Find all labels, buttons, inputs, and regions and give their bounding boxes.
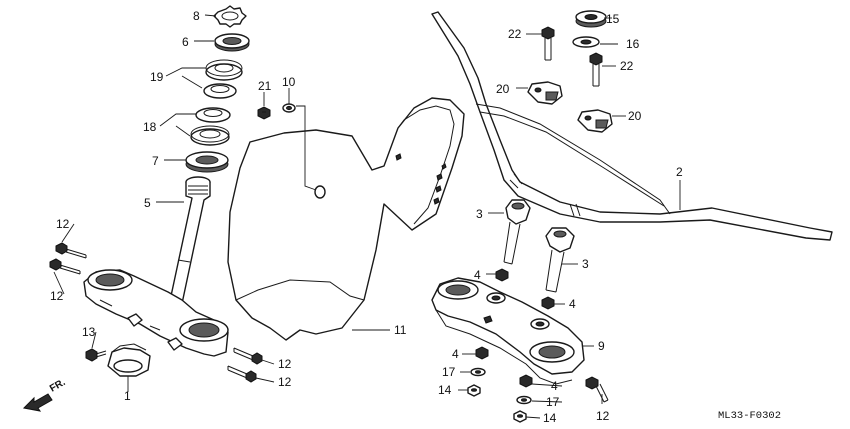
callout-21: 21 xyxy=(258,79,272,93)
callout-22-right: 22 xyxy=(620,59,634,73)
bolt-part-12d xyxy=(227,365,257,383)
top-bridge-part xyxy=(431,277,585,385)
clamp-bolt-part-a xyxy=(541,26,555,61)
callout-14-a: 14 xyxy=(438,383,452,397)
collar-part-10 xyxy=(282,103,296,113)
callout-11: 11 xyxy=(394,323,407,337)
callout-12-plate-b: 12 xyxy=(278,375,292,389)
nut-part-14a xyxy=(467,384,481,397)
callout-17-b: 17 xyxy=(546,395,560,409)
front-label: FR. xyxy=(48,377,68,395)
lower-bearing-part xyxy=(190,107,231,146)
callout-5: 5 xyxy=(144,196,151,210)
bolt-part-12a xyxy=(55,242,87,259)
stem-nut-part xyxy=(213,5,247,28)
handlebar-clamp-part-a xyxy=(527,81,563,105)
upper-bearing-part xyxy=(203,59,243,99)
leader-lines xyxy=(53,14,681,419)
callout-10: 10 xyxy=(282,75,296,89)
callout-12-upper: 12 xyxy=(56,217,70,231)
callout-4-d: 4 xyxy=(551,379,558,393)
washer-part-17b xyxy=(516,395,532,405)
nut-part-4a xyxy=(495,268,509,282)
callout-7: 7 xyxy=(152,154,159,168)
callout-18: 18 xyxy=(143,120,157,134)
callout-22-left: 22 xyxy=(508,27,522,41)
callout-4-c: 4 xyxy=(452,347,459,361)
callout-3-right: 3 xyxy=(582,257,589,271)
bottom-bridge-part xyxy=(83,269,229,357)
handlebar-holder-part-b xyxy=(545,227,575,293)
nut-part-4c xyxy=(475,346,489,360)
nut-part-4b xyxy=(541,296,555,310)
handlebar-holder-part-a xyxy=(503,199,531,265)
handlebar-part xyxy=(431,11,833,241)
nut-part-15 xyxy=(575,10,607,28)
callout-20-a: 20 xyxy=(496,82,510,96)
washer-part-16 xyxy=(572,36,600,48)
callout-16: 16 xyxy=(626,37,640,51)
callout-8: 8 xyxy=(193,9,200,23)
callout-13: 13 xyxy=(82,325,96,339)
handlebar-clamp-part-b xyxy=(577,109,613,133)
bolt-part-13 xyxy=(85,348,107,362)
nut-part-4d xyxy=(519,374,533,388)
clamp-bolt-part-b xyxy=(589,52,603,87)
callout-17-a: 17 xyxy=(442,365,456,379)
callout-19: 19 xyxy=(150,70,164,84)
callout-14-b: 14 xyxy=(543,411,557,425)
callout-4-a: 4 xyxy=(474,268,481,282)
nut-part-14b xyxy=(513,410,527,423)
front-direction-arrow: FR. xyxy=(22,377,68,412)
dust-seal-part xyxy=(214,33,250,52)
callout-15: 15 xyxy=(606,12,620,26)
callout-2: 2 xyxy=(676,165,683,179)
washer-part-17a xyxy=(470,367,486,377)
lower-dust-seal-part xyxy=(185,151,229,173)
callout-6: 6 xyxy=(182,35,189,49)
callout-12-bridge: 12 xyxy=(596,409,610,423)
cable-clamp-part xyxy=(107,343,151,377)
callout-12-lower: 12 xyxy=(50,289,64,303)
number-plate-part xyxy=(227,97,465,341)
callout-3-left: 3 xyxy=(476,207,483,221)
diagram-code: ML33-F0302 xyxy=(718,410,781,422)
steering-stem-part xyxy=(167,176,211,314)
bolt-part-12e xyxy=(585,376,609,403)
callout-20-b: 20 xyxy=(628,109,642,123)
bolt-part-12c xyxy=(233,347,263,365)
callout-labels: 8 6 19 18 7 5 12 12 13 1 21 10 11 12 12 … xyxy=(50,9,683,425)
callout-1: 1 xyxy=(124,389,131,403)
bolt-part-12b xyxy=(49,258,81,275)
screw-part-21 xyxy=(257,106,271,120)
callout-9: 9 xyxy=(598,339,605,353)
callout-12-plate-a: 12 xyxy=(278,357,292,371)
callout-4-b: 4 xyxy=(569,297,576,311)
